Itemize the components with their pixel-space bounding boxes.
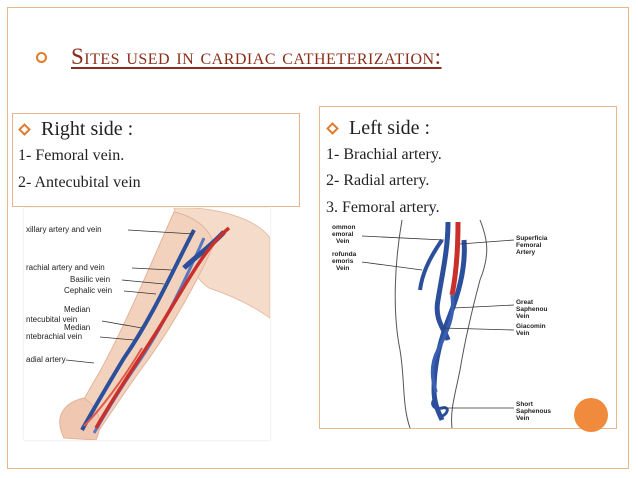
right-side-heading: Right side :	[18, 118, 134, 141]
slide-title: Sites used in cardiac catheterization:	[71, 44, 442, 69]
left-side-item-1: 1- Brachial artery.	[326, 146, 442, 163]
great-saphenous-vein-line	[431, 239, 467, 421]
leg-label: Great	[516, 299, 534, 306]
hand-shape	[59, 397, 101, 441]
left-side-panel	[319, 106, 617, 429]
left-side-heading: Left side :	[326, 117, 431, 140]
arm-label: ntebrachial vein	[26, 332, 82, 341]
leg-label: Saphenou	[516, 306, 547, 313]
leg-label: Superficia	[516, 235, 548, 242]
leg-label: Giacomin	[516, 323, 546, 330]
square-bullet-icon	[326, 122, 339, 135]
leg-label: Vein	[516, 415, 529, 422]
arm-labels: xillary artery and vein rachial artery a…	[26, 225, 112, 364]
left-side-heading-text: Left side :	[349, 117, 431, 139]
leg-label: emoral	[332, 231, 354, 238]
giacomini-vein-line	[430, 294, 455, 393]
slide-frame	[7, 7, 629, 469]
leg-vessels-illustration: ommon emoral Vein rofunda emoris Vein Su…	[330, 219, 558, 429]
title-row: Sites used in cardiac catheterization:	[36, 42, 442, 72]
leg-label: Short	[516, 401, 534, 408]
radial-artery-line	[83, 347, 143, 427]
arm-label: adial artery	[26, 355, 66, 364]
basilic-vein-line	[80, 229, 196, 431]
leg-label: rofunda	[332, 251, 357, 258]
leg-label: Saphenous	[516, 408, 551, 415]
arm-label: ntecubital vein	[26, 315, 77, 324]
leg-label: Vein	[336, 265, 349, 272]
right-side-item-2: 2- Antecubital vein	[18, 174, 141, 191]
right-side-panel	[12, 113, 300, 207]
right-side-heading-text: Right side :	[41, 118, 134, 140]
circle-bullet-icon	[36, 51, 47, 63]
right-side-item-1: 1- Femoral vein.	[18, 147, 125, 164]
arm-label: Median	[64, 305, 90, 314]
arm-label: xillary artery and vein	[26, 225, 102, 234]
decorative-orange-circle	[574, 398, 608, 432]
brachial-artery-line	[94, 226, 231, 429]
profunda-femoris-vein-line	[418, 238, 444, 291]
leg-labels-left: ommon emoral Vein rofunda emoris Vein	[332, 224, 357, 272]
femoral-artery-line	[449, 221, 461, 296]
leg-diagram-svg: ommon emoral Vein rofunda emoris Vein Su…	[332, 219, 551, 429]
leg-label: Femoral	[516, 242, 541, 249]
leg-label: Vein	[516, 330, 529, 337]
leg-label: Vein	[336, 238, 349, 245]
leg-label: Artery	[516, 249, 536, 256]
arm-label: Cephalic vein	[64, 286, 112, 295]
left-side-item-3: 3. Femoral artery.	[326, 199, 440, 216]
arm-label: Basilic vein	[70, 275, 110, 284]
leg-label: ommon	[332, 224, 356, 231]
leg-outline-right	[451, 219, 488, 429]
arm-vessels-illustration: xillary artery and vein rachial artery a…	[24, 207, 271, 441]
leg-label: emoris	[332, 258, 354, 265]
arm-label: Median	[64, 323, 90, 332]
arm-leader-lines	[65, 229, 195, 364]
left-side-item-2: 2- Radial artery.	[326, 172, 430, 189]
arm-label: rachial artery and vein	[26, 263, 105, 272]
leg-leader-lines	[361, 235, 515, 409]
arm-diagram-svg: xillary artery and vein rachial artery a…	[26, 207, 271, 441]
leg-labels-right: Superficia Femoral Artery Great Saphenou…	[516, 235, 551, 422]
square-bullet-icon	[18, 123, 31, 136]
leg-label: Vein	[516, 313, 529, 320]
leg-outline-left	[394, 219, 411, 429]
